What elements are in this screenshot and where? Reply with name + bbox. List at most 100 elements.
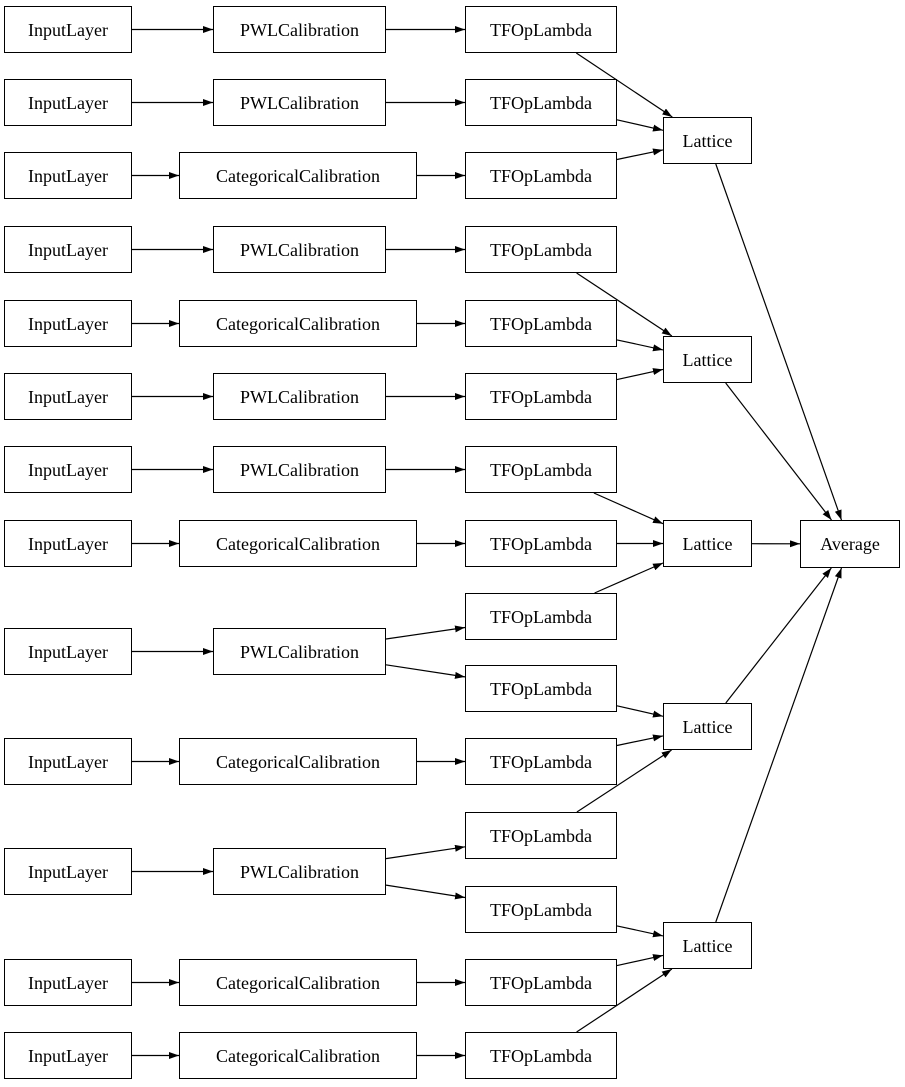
node-label: InputLayer — [28, 459, 108, 480]
node-avg-average: Average — [800, 520, 900, 568]
edge-c9-t9a — [385, 625, 466, 640]
node-label: CategoricalCalibration — [216, 533, 380, 554]
node-label: InputLayer — [28, 861, 108, 882]
edge-t9a-l3 — [594, 562, 664, 594]
node-label: TFOpLambda — [490, 459, 592, 480]
node-label: InputLayer — [28, 533, 108, 554]
node-label: InputLayer — [28, 313, 108, 334]
node-label: TFOpLambda — [490, 313, 592, 334]
node-label: TFOpLambda — [490, 972, 592, 993]
node-label: PWLCalibration — [240, 861, 359, 882]
edge-t7-l3 — [593, 492, 664, 525]
node-i4-inputlayer: InputLayer — [4, 226, 132, 273]
node-c13-categoricalcalibration: CategoricalCalibration — [179, 1032, 417, 1079]
node-i3-inputlayer: InputLayer — [4, 152, 132, 199]
node-label: CategoricalCalibration — [216, 313, 380, 334]
node-t12-tfoplambda: TFOpLambda — [465, 959, 617, 1006]
node-label: InputLayer — [28, 19, 108, 40]
node-label: PWLCalibration — [240, 641, 359, 662]
edge-t2-l1 — [616, 119, 664, 132]
node-i7-inputlayer: InputLayer — [4, 446, 132, 493]
edge-t11b-l5 — [616, 925, 664, 938]
node-label: TFOpLambda — [490, 678, 592, 699]
edge-t12-l5 — [616, 954, 664, 967]
node-c9-pwlcalibration: PWLCalibration — [213, 628, 386, 675]
edge-l4-avg — [725, 567, 832, 704]
node-label: Average — [820, 534, 880, 554]
node-t11b-tfoplambda: TFOpLambda — [465, 886, 617, 933]
node-c8-categoricalcalibration: CategoricalCalibration — [179, 520, 417, 567]
node-t9b-tfoplambda: TFOpLambda — [465, 665, 617, 712]
node-c1-pwlcalibration: PWLCalibration — [213, 6, 386, 53]
edge-c11-t11b — [385, 884, 466, 900]
node-label: CategoricalCalibration — [216, 1045, 380, 1066]
node-c7-pwlcalibration: PWLCalibration — [213, 446, 386, 493]
node-c2-pwlcalibration: PWLCalibration — [213, 79, 386, 126]
node-i8-inputlayer: InputLayer — [4, 520, 132, 567]
edge-t9b-l4 — [616, 705, 664, 718]
edge-t13-l5 — [576, 968, 673, 1033]
edge-t4-l2 — [576, 272, 673, 337]
node-t9a-tfoplambda: TFOpLambda — [465, 593, 617, 640]
node-c6-pwlcalibration: PWLCalibration — [213, 373, 386, 420]
node-i2-inputlayer: InputLayer — [4, 79, 132, 126]
node-label: TFOpLambda — [490, 751, 592, 772]
node-t3-tfoplambda: TFOpLambda — [465, 152, 617, 199]
node-label: InputLayer — [28, 751, 108, 772]
node-label: TFOpLambda — [490, 899, 592, 920]
node-l3-lattice: Lattice — [663, 520, 752, 567]
node-label: PWLCalibration — [240, 386, 359, 407]
node-label: TFOpLambda — [490, 386, 592, 407]
node-t13-tfoplambda: TFOpLambda — [465, 1032, 617, 1079]
node-t8-tfoplambda: TFOpLambda — [465, 520, 617, 567]
node-l5-lattice: Lattice — [663, 922, 752, 969]
node-label: TFOpLambda — [490, 165, 592, 186]
node-label: Lattice — [682, 935, 733, 956]
node-i12-inputlayer: InputLayer — [4, 959, 132, 1006]
node-label: InputLayer — [28, 641, 108, 662]
node-label: InputLayer — [28, 239, 108, 260]
node-c11-pwlcalibration: PWLCalibration — [213, 848, 386, 895]
node-label: TFOpLambda — [490, 92, 592, 113]
node-c3-categoricalcalibration: CategoricalCalibration — [179, 152, 417, 199]
edge-c11-t11a — [385, 844, 466, 860]
node-i5-inputlayer: InputLayer — [4, 300, 132, 347]
node-label: CategoricalCalibration — [216, 165, 380, 186]
node-l1-lattice: Lattice — [663, 117, 752, 164]
node-label: TFOpLambda — [490, 19, 592, 40]
node-label: PWLCalibration — [240, 459, 359, 480]
node-i9-inputlayer: InputLayer — [4, 628, 132, 675]
node-i11-inputlayer: InputLayer — [4, 848, 132, 895]
node-t11a-tfoplambda: TFOpLambda — [465, 812, 617, 859]
node-label: InputLayer — [28, 165, 108, 186]
node-t1-tfoplambda: TFOpLambda — [465, 6, 617, 53]
node-i10-inputlayer: InputLayer — [4, 738, 132, 785]
node-label: PWLCalibration — [240, 19, 359, 40]
node-t7-tfoplambda: TFOpLambda — [465, 446, 617, 493]
edge-t6-l2 — [616, 368, 664, 381]
edge-t3-l1 — [616, 148, 664, 161]
edge-t5-l2 — [616, 339, 664, 352]
edge-t10-l4 — [616, 734, 664, 747]
node-label: TFOpLambda — [490, 606, 592, 627]
edge-t11a-l4 — [576, 749, 672, 813]
node-label: InputLayer — [28, 972, 108, 993]
node-label: TFOpLambda — [490, 239, 592, 260]
node-t2-tfoplambda: TFOpLambda — [465, 79, 617, 126]
edge-t1-l1 — [575, 52, 673, 118]
edge-c9-t9b — [385, 664, 466, 679]
edge-l2-avg — [725, 382, 832, 521]
node-label: TFOpLambda — [490, 1045, 592, 1066]
edge-l1-avg — [715, 163, 843, 521]
node-c10-categoricalcalibration: CategoricalCalibration — [179, 738, 417, 785]
node-c4-pwlcalibration: PWLCalibration — [213, 226, 386, 273]
node-label: InputLayer — [28, 92, 108, 113]
node-label: Lattice — [682, 130, 733, 151]
node-label: InputLayer — [28, 386, 108, 407]
node-label: TFOpLambda — [490, 533, 592, 554]
node-c5-categoricalcalibration: CategoricalCalibration — [179, 300, 417, 347]
node-label: PWLCalibration — [240, 239, 359, 260]
node-label: InputLayer — [28, 1045, 108, 1066]
